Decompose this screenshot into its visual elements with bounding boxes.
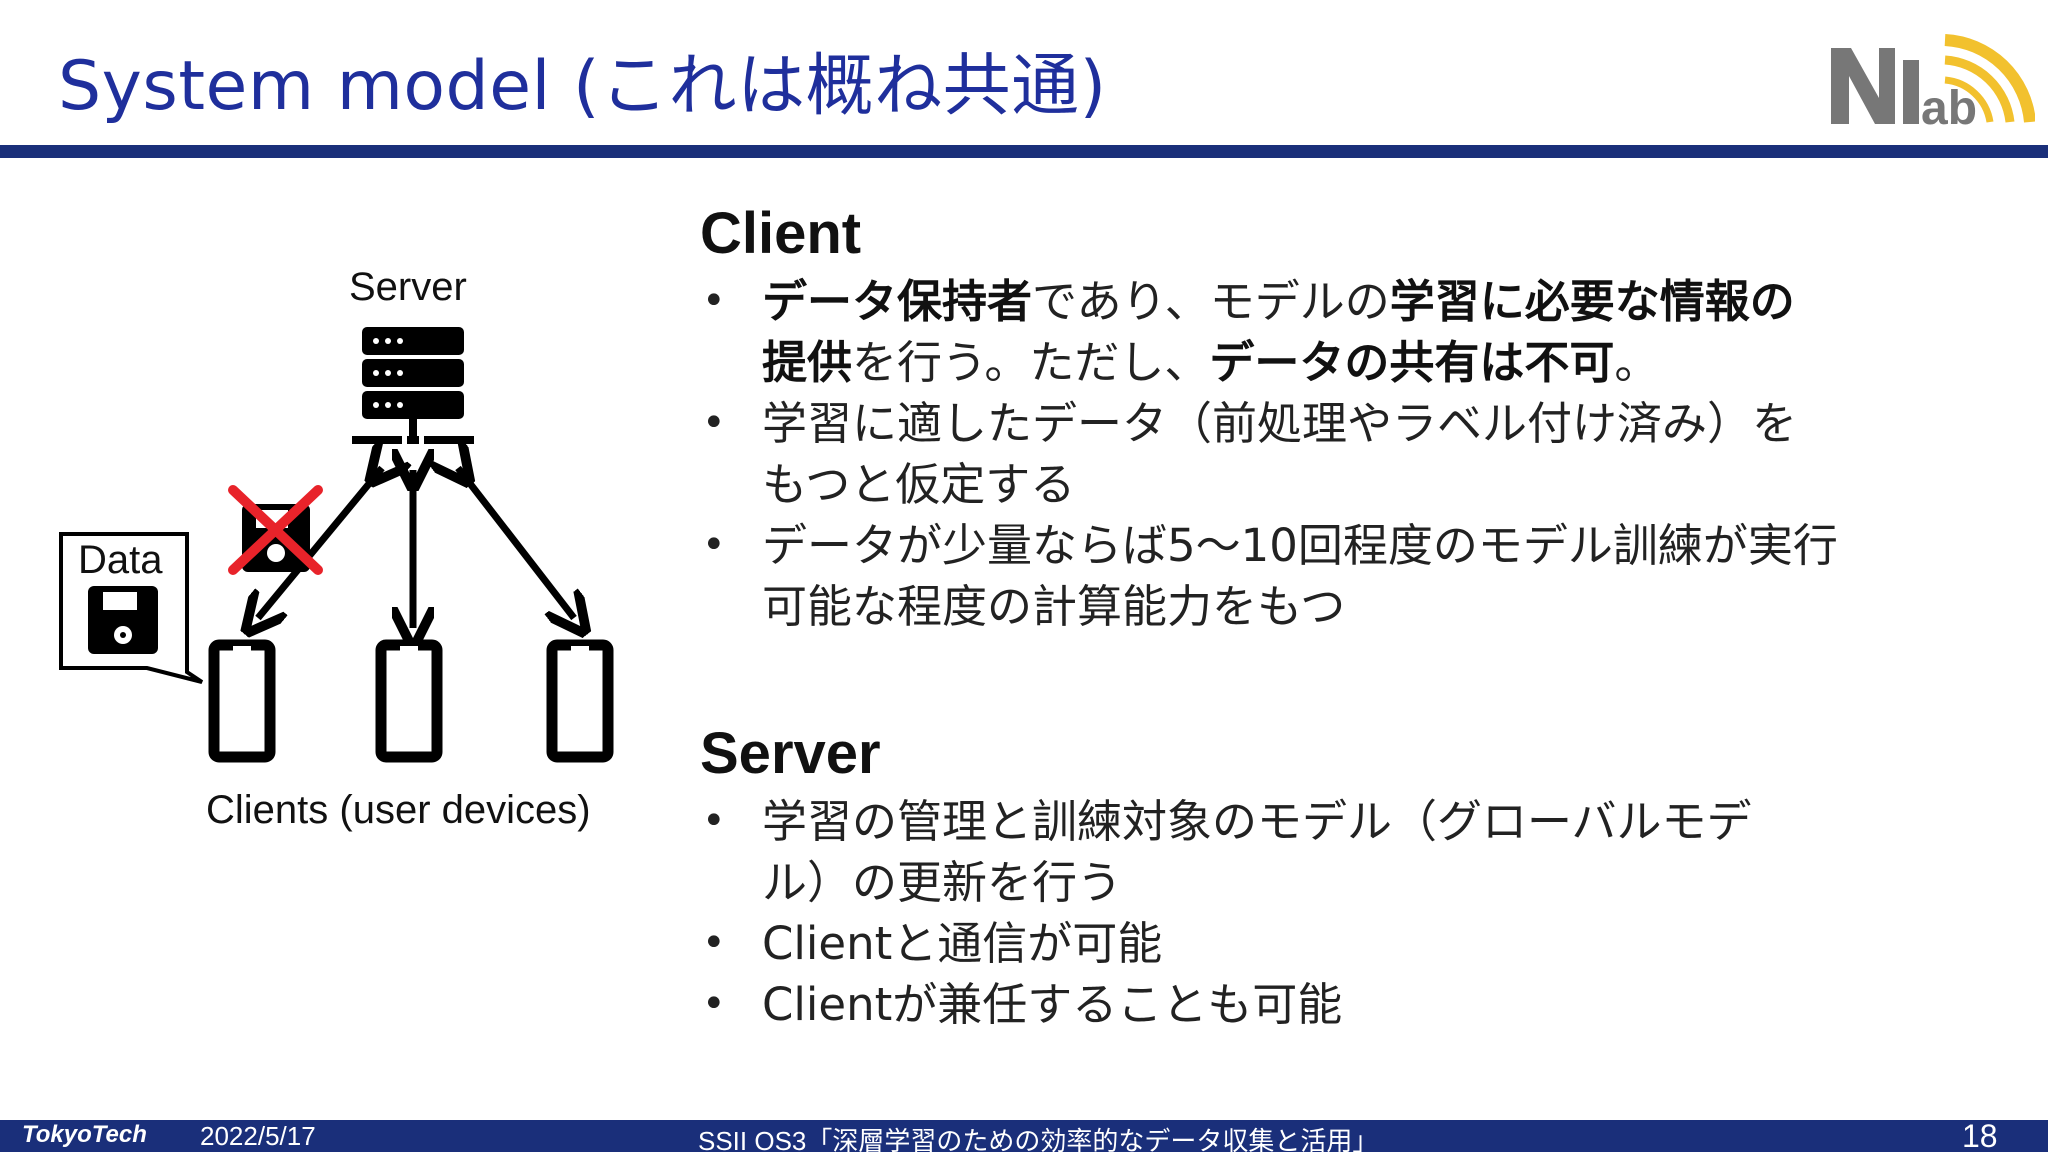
bullet-icon: •: [702, 920, 726, 966]
bold-text: データの共有は不可: [1209, 336, 1615, 389]
server-section: Server • 学習の管理と訓練対象のモデル（グローバルモデ ル）の更新を行う…: [700, 725, 1752, 1035]
text: 学習に適したデータ（前処理やラベル付け済み）を: [762, 397, 1798, 450]
bold-text: 学習に必要な情報の: [1389, 275, 1795, 328]
bullet-icon: •: [702, 522, 726, 568]
text: Clientが兼任することも可能: [762, 978, 1343, 1031]
bullet-icon: •: [702, 278, 726, 324]
tokyotech-logo: TokyoTech: [22, 1121, 147, 1148]
server-bullets: • 学習の管理と訓練対象のモデル（グローバルモデ ル）の更新を行う • Clie…: [700, 791, 1752, 1035]
data-label: Data: [78, 538, 163, 582]
text: であり、モデルの: [1032, 275, 1390, 328]
bullet-icon: •: [702, 798, 726, 844]
list-item: • Clientと通信が可能: [700, 913, 1752, 974]
nlab-logo: ab: [1831, 34, 2035, 130]
red-x-icon: [228, 485, 323, 575]
smartphone-icon: [208, 639, 276, 763]
list-item: • 学習の管理と訓練対象のモデル（グローバルモデ ル）の更新を行う: [700, 791, 1752, 913]
footer-conference: SSII OS3「深層学習のための効率的なデータ収集と活用」: [698, 1126, 1379, 1156]
text: データが少量ならば5〜10回程度のモデル訓練が実行: [762, 519, 1838, 572]
list-item: • データ保持者であり、モデルの学習に必要な情報の 提供を行う。ただし、データの…: [700, 271, 1838, 393]
floppy-disk-icon: [88, 586, 158, 654]
server-heading: Server: [700, 721, 881, 786]
list-item: • 学習に適したデータ（前処理やラベル付け済み）を もつと仮定する: [700, 393, 1838, 515]
server-label: Server: [349, 265, 467, 309]
footer-date: 2022/5/17: [200, 1121, 316, 1151]
title-underline: [0, 145, 2048, 158]
bold-text: 提供: [762, 336, 853, 389]
page-number: 18: [1962, 1118, 1998, 1154]
slide-footer: TokyoTech 2022/5/17 SSII OS3「深層学習のための効率的…: [0, 1118, 2048, 1156]
client-heading: Client: [700, 201, 862, 266]
bullet-icon: •: [702, 981, 726, 1027]
double-arrow: [258, 468, 382, 618]
double-arrow: [458, 468, 574, 618]
bullet-icon: •: [702, 400, 726, 446]
text: もつと仮定する: [762, 458, 1076, 511]
clients-label: Clients (user devices): [206, 788, 591, 832]
smartphone-icon: [546, 639, 614, 763]
smartphone-icon: [375, 639, 443, 763]
bold-text: データ保持者: [762, 275, 1033, 328]
client-section: Client • データ保持者であり、モデルの学習に必要な情報の 提供を行う。た…: [700, 205, 1838, 637]
text: ル）の更新を行う: [762, 856, 1123, 909]
svg-text:ab: ab: [1921, 82, 1977, 130]
text: Clientと通信が可能: [762, 917, 1163, 970]
list-item: • データが少量ならば5〜10回程度のモデル訓練が実行 可能な程度の計算能力をも…: [700, 515, 1838, 637]
system-diagram: Server Data Clients (user devices): [0, 160, 680, 860]
server-icon: [352, 327, 474, 444]
text: 。: [1614, 336, 1660, 389]
text: 可能な程度の計算能力をもつ: [762, 580, 1346, 633]
list-item: • Clientが兼任することも可能: [700, 974, 1752, 1035]
text: を行う。ただし、: [852, 336, 1210, 389]
slide-title: System model (これは概ね共通): [58, 47, 1107, 126]
text: 学習の管理と訓練対象のモデル（グローバルモデ: [762, 795, 1752, 848]
client-bullets: • データ保持者であり、モデルの学習に必要な情報の 提供を行う。ただし、データの…: [700, 271, 1838, 637]
